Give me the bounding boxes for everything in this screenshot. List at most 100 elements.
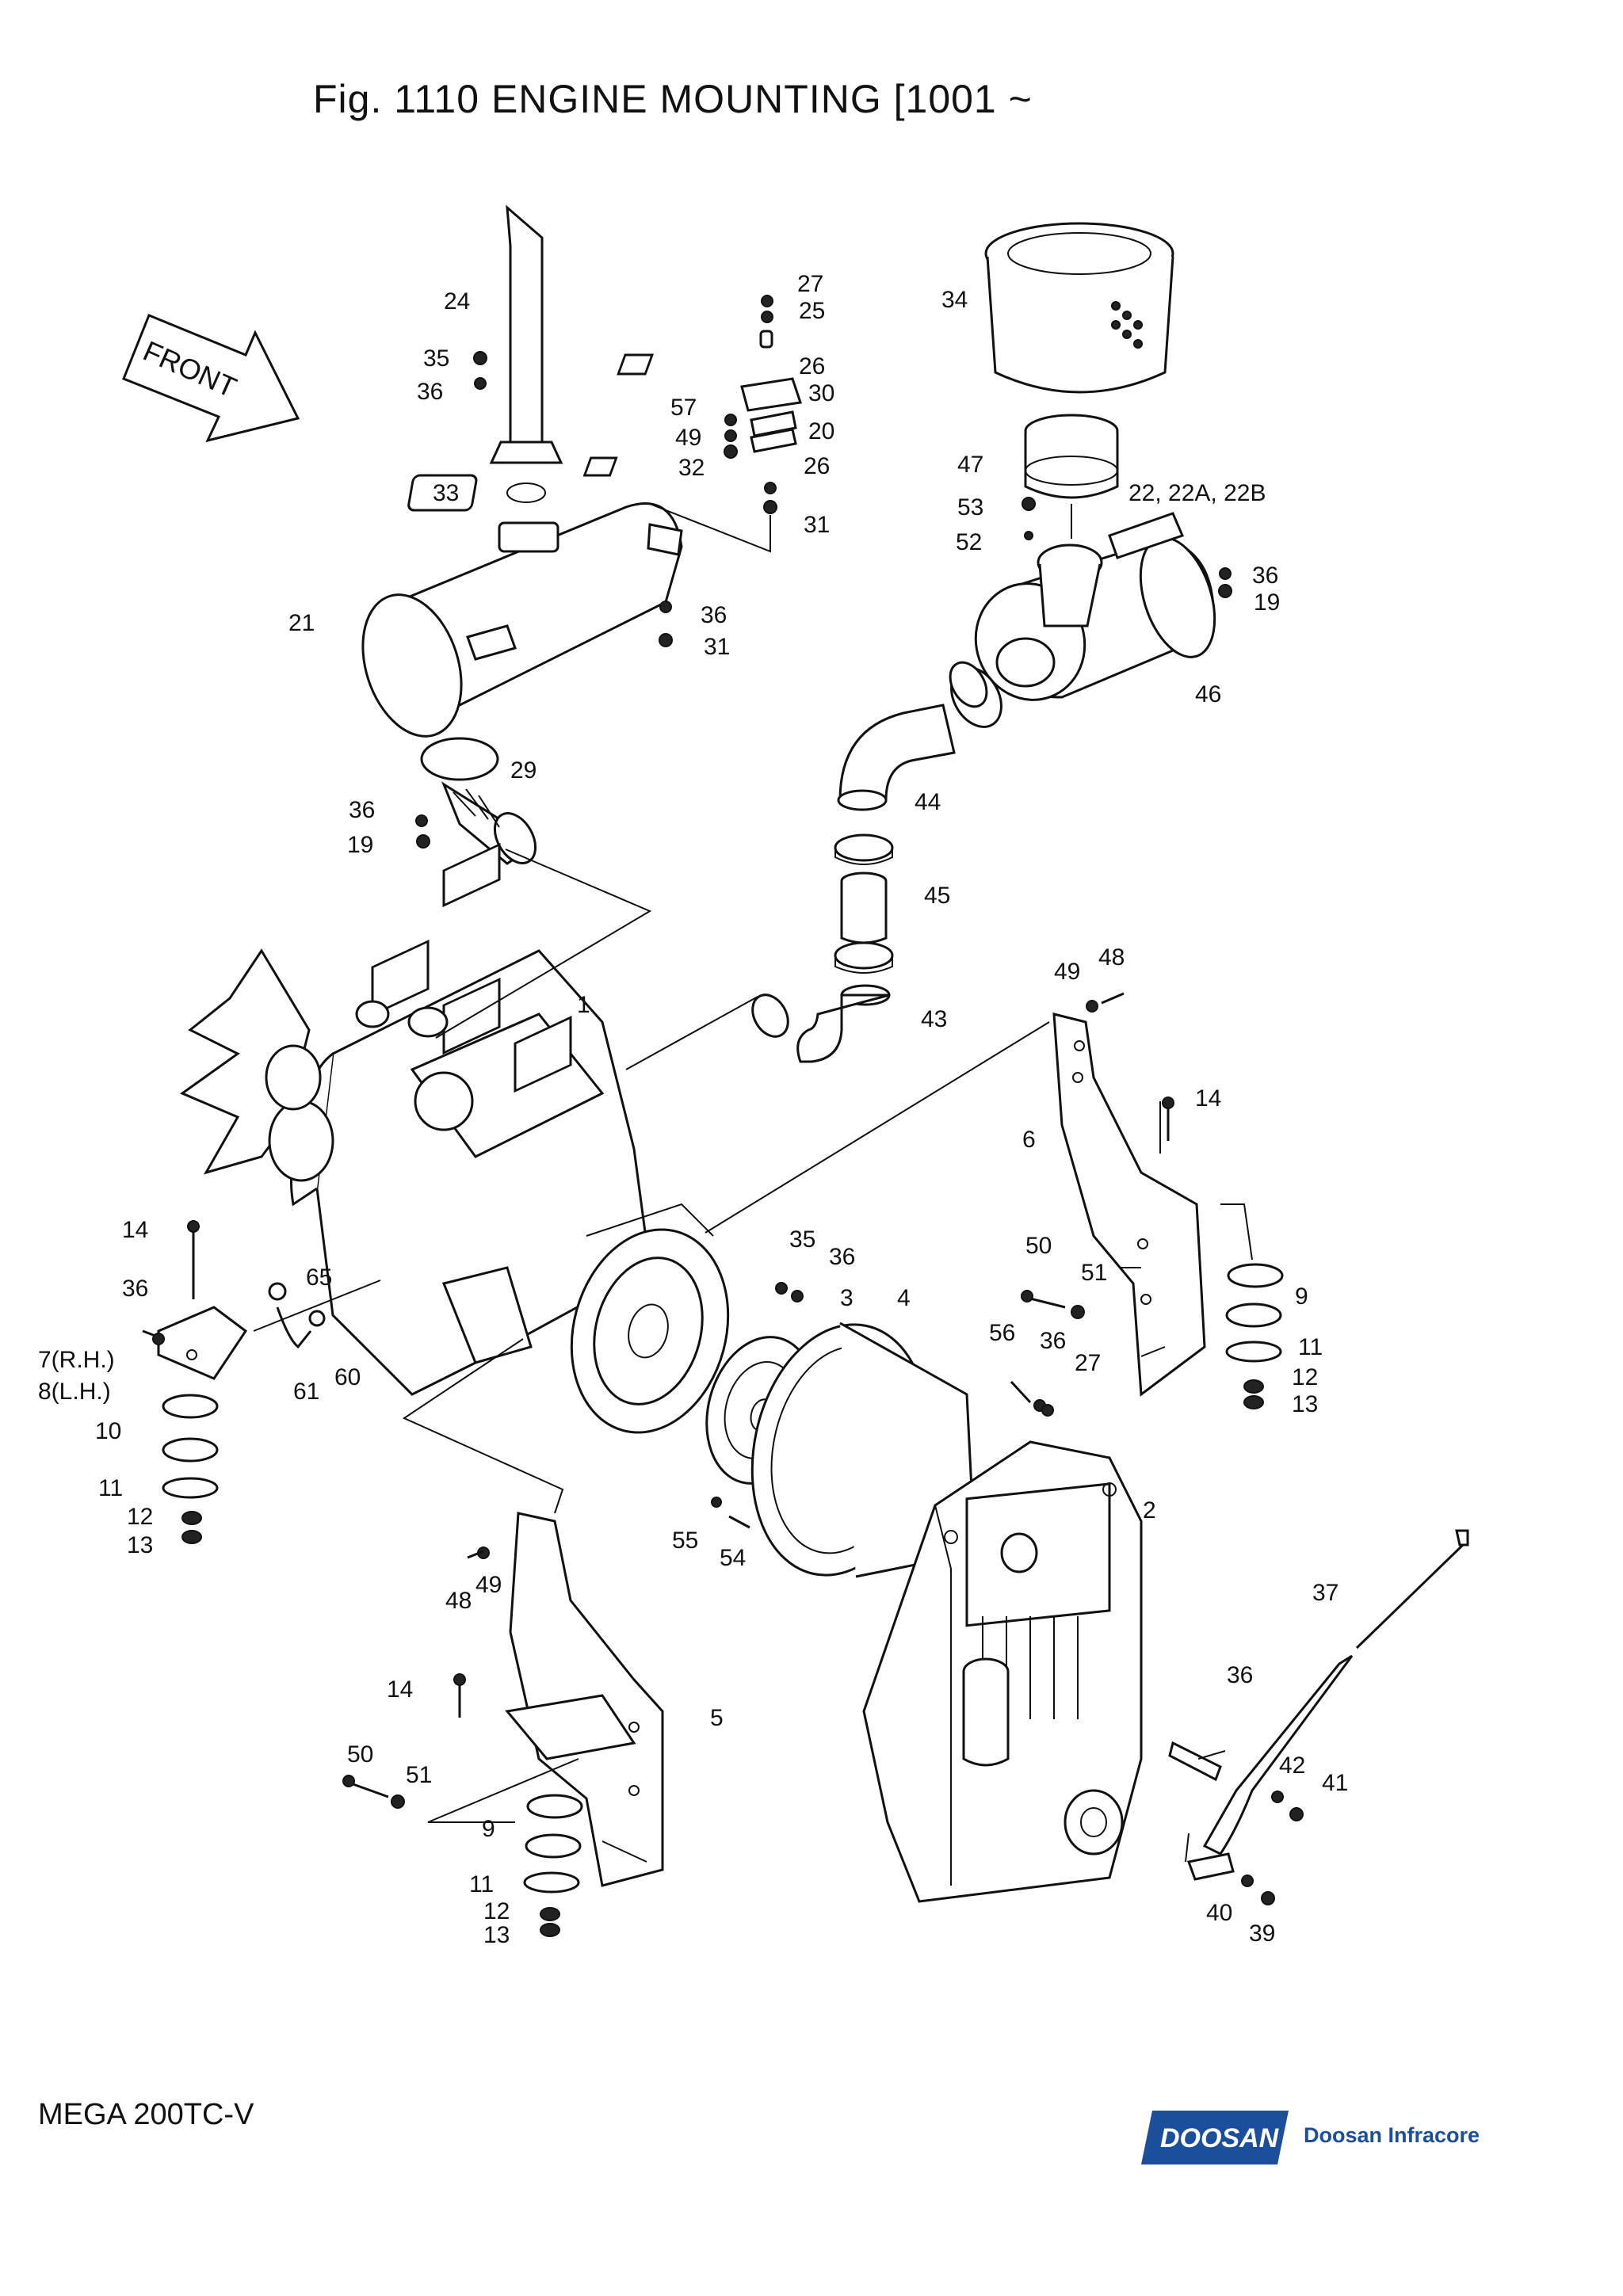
callout-56: 60 [334, 1364, 361, 1390]
callout-34: 36 [1252, 563, 1278, 589]
callout-25: 26 [799, 353, 825, 379]
leader-lines [253, 849, 1253, 1863]
callout-19: 19 [1254, 589, 1280, 616]
callout-29: 31 [704, 634, 730, 660]
bracket-lh [467, 1512, 664, 1887]
callout-12: 12 [1292, 1364, 1318, 1390]
callout-48: 50 [347, 1741, 373, 1768]
callout-42: 44 [915, 789, 941, 815]
intake-hoses [751, 661, 1002, 1063]
callout-61: 65 [306, 1264, 332, 1291]
bolts [187, 1097, 1174, 1809]
callout-34: 36 [701, 602, 727, 628]
callout-49: 51 [406, 1762, 432, 1788]
callout-30: 32 [678, 455, 705, 481]
callout-33: 35 [423, 345, 449, 372]
callout-7rh: 7(R.H.) [38, 1347, 115, 1373]
callout-8lh: 8(L.H.) [38, 1379, 111, 1405]
callout-43: 45 [924, 883, 950, 909]
callout-47: 49 [1054, 959, 1080, 985]
callout-19: 19 [347, 832, 373, 858]
callout-26: 27 [1075, 1350, 1101, 1376]
callout-44: 46 [1195, 681, 1221, 707]
callout-34: 36 [829, 1244, 855, 1270]
callout-12: 12 [483, 1898, 510, 1924]
callout-12: 12 [127, 1504, 153, 1530]
callout-55: 57 [670, 395, 697, 421]
mount-stack-bottom [523, 1794, 583, 1937]
callout-39: 41 [1322, 1770, 1348, 1796]
callout-6: 6 [1022, 1127, 1036, 1153]
callout-34: 36 [417, 379, 443, 405]
callout-51: 53 [957, 494, 983, 521]
muffler-bracket [582, 295, 802, 553]
callout-4: 4 [897, 1285, 911, 1311]
callout-40: 42 [1279, 1753, 1305, 1779]
callout-labels: 24 35 36 33 21 36 31 29 36 19 27 25 26 3… [38, 271, 1348, 1948]
callout-24: 24 [444, 288, 470, 315]
muffler [361, 502, 683, 738]
callout-3: 3 [840, 1285, 854, 1311]
mount-stack-left [162, 1394, 219, 1544]
callout-38: 40 [1206, 1900, 1232, 1926]
callout-34: 36 [122, 1276, 148, 1302]
callout-54: 56 [989, 1320, 1015, 1346]
callout-14: 14 [1195, 1085, 1221, 1112]
callout-34: 36 [1040, 1328, 1066, 1354]
callout-49: 51 [1081, 1260, 1107, 1286]
callout-25: 26 [804, 453, 830, 479]
callout-31: 33 [433, 480, 459, 506]
front-arrow-icon: FRONT [122, 314, 300, 443]
callout-11: 11 [1298, 1334, 1323, 1360]
callout-28: 30 [808, 380, 834, 406]
callout-1: 1 [577, 992, 590, 1018]
callout-9: 9 [1295, 1283, 1308, 1310]
brand-logo: DOOSAN Doosan Infracore [1141, 2106, 1480, 2169]
callout-29: 31 [804, 512, 830, 538]
callout-37: 39 [1249, 1920, 1275, 1947]
callout-11: 11 [469, 1871, 494, 1897]
callout-57: 61 [293, 1379, 319, 1405]
callout-21: 21 [288, 610, 315, 636]
doosan-badge-icon: DOOSAN [1141, 2111, 1289, 2164]
callout-22: 22, 22A, 22B [1128, 480, 1266, 506]
callout-33: 35 [789, 1226, 815, 1253]
filter-element [1024, 414, 1119, 539]
callout-34: 36 [349, 797, 375, 823]
brand-name: Doosan Infracore [1304, 2123, 1480, 2147]
callout-23: 25 [799, 298, 825, 324]
air-cleaner-cover [984, 222, 1174, 394]
callout-5: 5 [710, 1705, 724, 1731]
callout-32: 34 [941, 287, 968, 313]
callout-13: 13 [483, 1922, 510, 1948]
callout-20: 20 [808, 418, 834, 444]
callout-13: 13 [127, 1532, 153, 1558]
engine-foot [142, 1306, 248, 1380]
callout-26: 27 [797, 271, 823, 297]
air-cleaner-housing [974, 497, 1232, 701]
transmission [862, 1440, 1143, 1903]
callout-13: 13 [1292, 1391, 1318, 1417]
exhaust-pipe [489, 204, 563, 464]
callout-14: 14 [387, 1676, 413, 1703]
exhaust-hardware [415, 351, 673, 849]
callout-52: 54 [720, 1545, 746, 1571]
flywheel-housing [750, 1322, 976, 1578]
callout-47: 49 [675, 425, 701, 451]
callout-27: 29 [510, 757, 537, 784]
callout-45: 47 [957, 452, 983, 478]
callout-10: 10 [95, 1418, 121, 1444]
figure-title: Fig. 1110 ENGINE MOUNTING [1001 ~ [313, 77, 1033, 121]
dipstick [1168, 1529, 1469, 1905]
mount-stack-right [1225, 1263, 1284, 1409]
callout-50: 52 [956, 529, 982, 555]
bracket-rh [1052, 992, 1206, 1397]
gasket [407, 474, 546, 512]
callout-48: 50 [1025, 1233, 1052, 1259]
callout-53: 55 [672, 1527, 698, 1554]
callout-46: 48 [1098, 944, 1125, 971]
callout-47: 49 [475, 1572, 502, 1598]
brand-badge-text: DOOSAN [1160, 2123, 1280, 2153]
callout-41: 43 [921, 1006, 947, 1032]
